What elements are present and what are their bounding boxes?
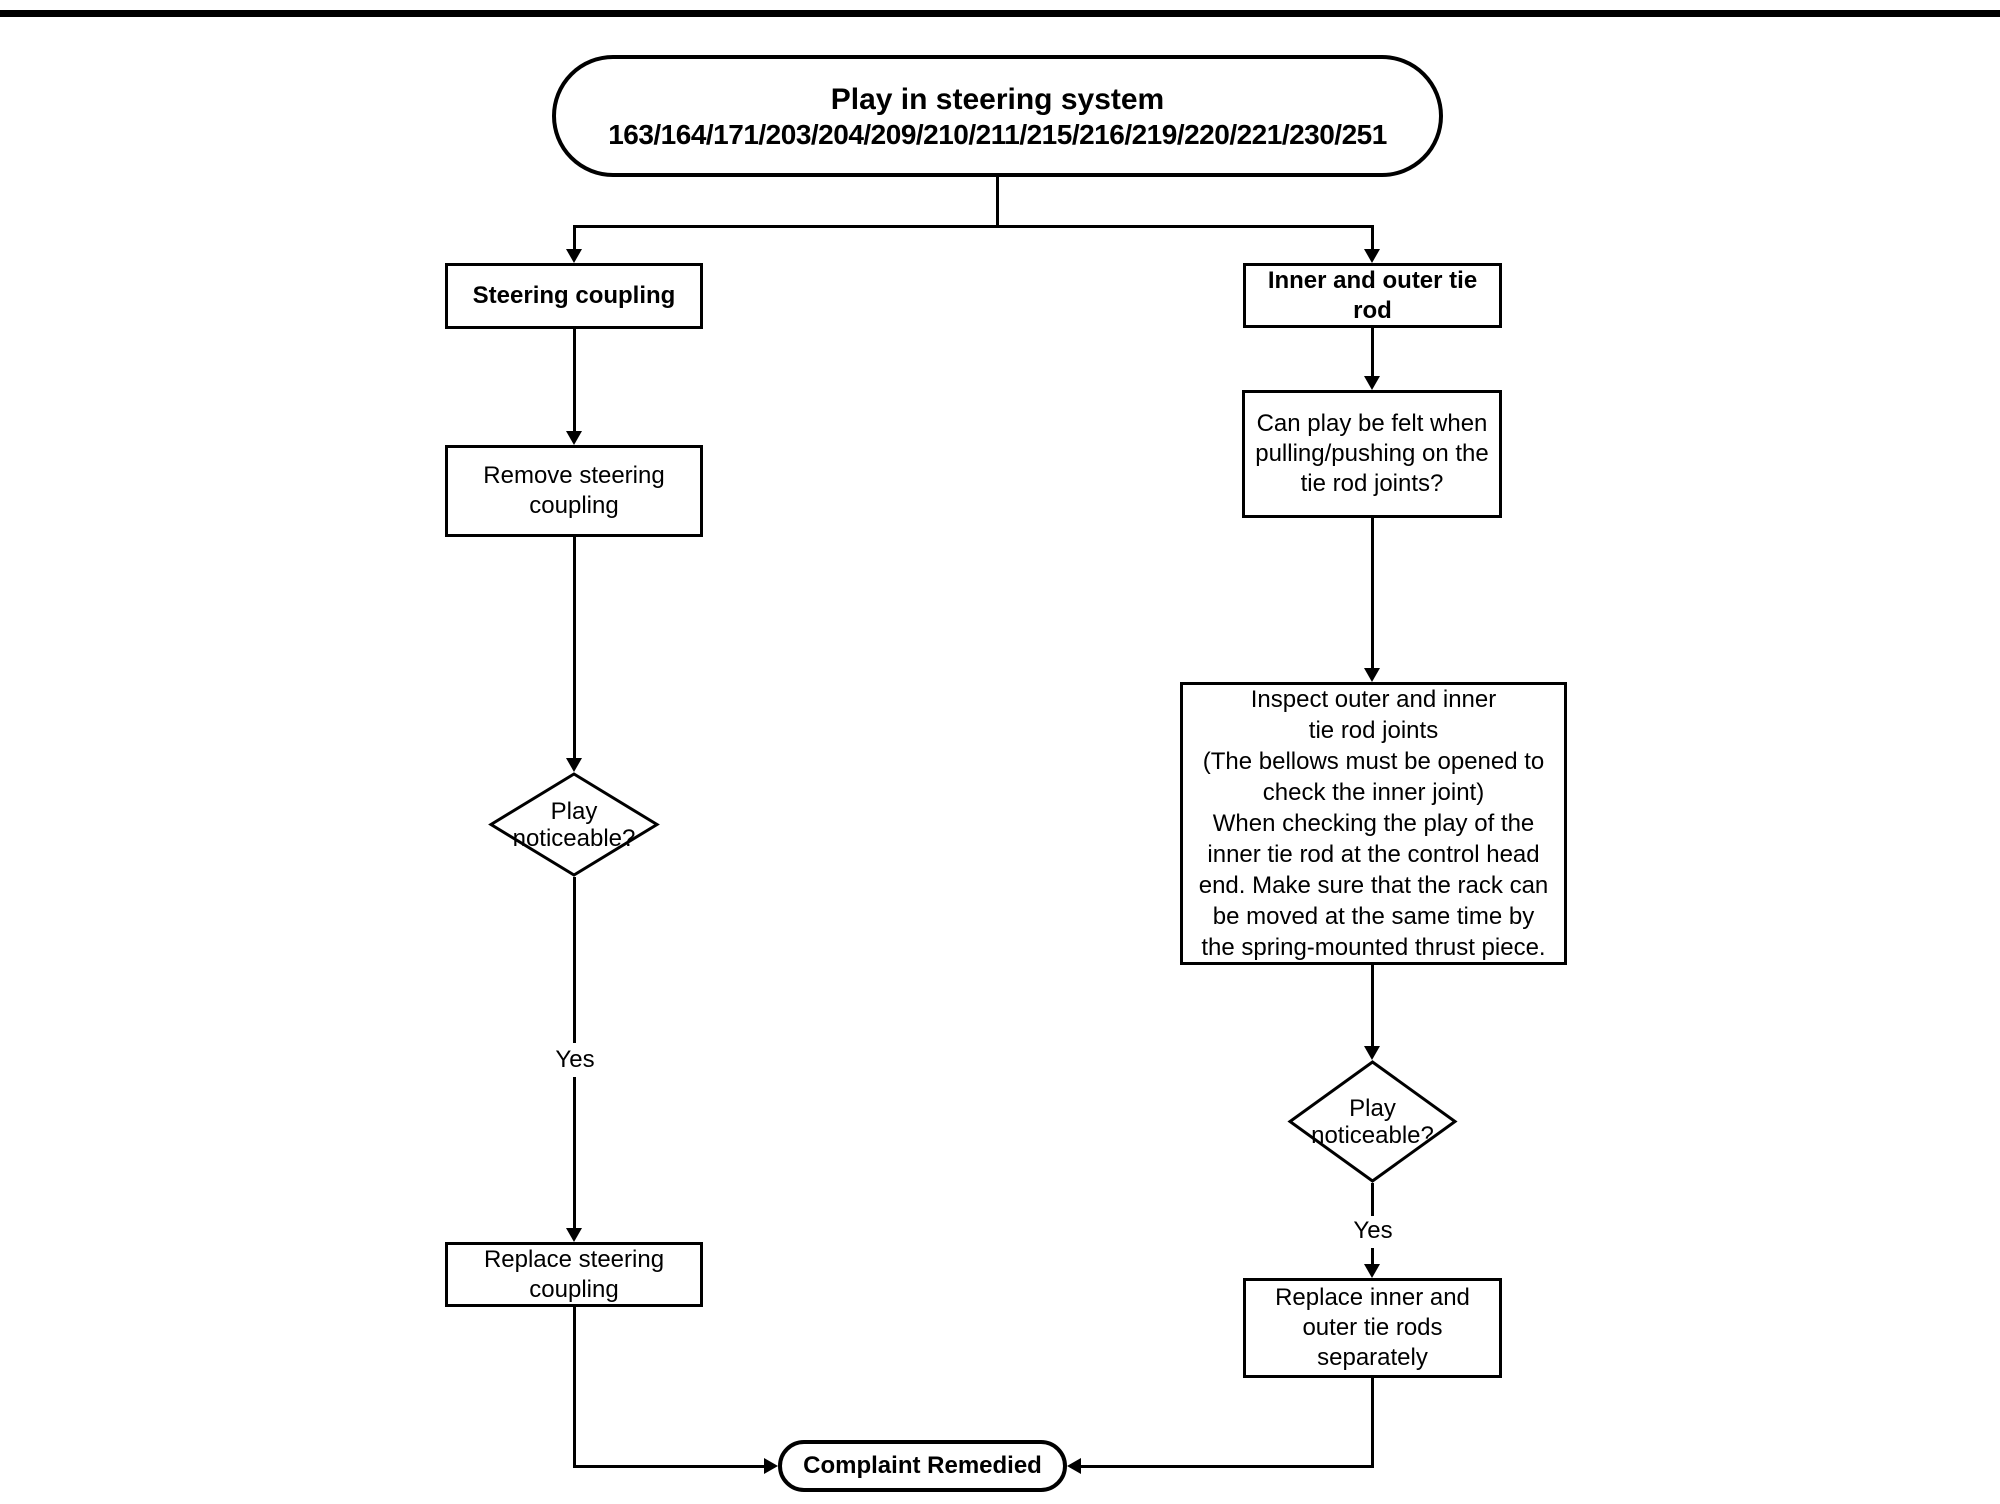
connector-tierod-to-canplay <box>1371 328 1374 376</box>
arrowhead-to-replace-coupling <box>566 1228 582 1242</box>
arrowhead-to-steering-coupling <box>566 249 582 263</box>
arrowhead-into-end-right <box>1067 1458 1081 1474</box>
arrowhead-to-inspect <box>1364 668 1380 682</box>
diamond-shape-icon <box>1287 1060 1458 1183</box>
connector-to-tie-rod <box>1371 225 1374 251</box>
connector-title-stem <box>996 177 999 225</box>
top-horizontal-rule <box>0 10 2000 17</box>
connector-remove-to-decision <box>573 537 576 758</box>
connector-canplay-to-inspect <box>1371 518 1374 668</box>
title-reference-numbers: 163/164/171/203/204/209/210/211/215/216/… <box>608 119 1387 150</box>
arrowhead-into-end-left <box>764 1458 778 1474</box>
connector-steering-to-remove <box>573 329 576 431</box>
connector-replace-tie-rods-down <box>1371 1378 1374 1468</box>
connector-to-steering-coupling <box>573 225 576 251</box>
arrowhead-to-canplay <box>1364 376 1380 390</box>
arrowhead-to-replace-tie-rods <box>1364 1264 1380 1278</box>
title-node: Play in steering system 163/164/171/203/… <box>552 55 1443 177</box>
connector-right-yes-to-replace <box>1371 1248 1374 1264</box>
arrowhead-to-right-decision <box>1364 1046 1380 1060</box>
arrowhead-to-left-decision <box>566 758 582 772</box>
arrowhead-to-remove-coupling <box>566 431 582 445</box>
connector-right-decision-to-yes <box>1371 1183 1374 1216</box>
connector-left-to-end <box>573 1465 764 1468</box>
right-yes-label: Yes <box>1348 1217 1398 1245</box>
node-complaint-remedied: Complaint Remedied <box>778 1440 1067 1492</box>
node-complaint-remedied-label: Complaint Remedied <box>803 1452 1042 1479</box>
node-steering-coupling: Steering coupling <box>445 263 703 329</box>
connector-left-decision-to-yes <box>573 877 576 1043</box>
connector-left-yes-to-replace <box>573 1077 576 1228</box>
left-yes-label: Yes <box>550 1046 600 1074</box>
connector-right-to-end <box>1081 1465 1374 1468</box>
connector-branch-split <box>573 225 1374 228</box>
page-title: Play in steering system <box>830 83 1165 116</box>
arrowhead-to-tie-rod <box>1364 249 1380 263</box>
connector-inspect-to-decision <box>1371 965 1374 1046</box>
node-steering-coupling-label: Steering coupling <box>472 282 676 309</box>
diamond-shape-icon <box>488 772 660 877</box>
connector-replace-coupling-down <box>573 1307 576 1468</box>
